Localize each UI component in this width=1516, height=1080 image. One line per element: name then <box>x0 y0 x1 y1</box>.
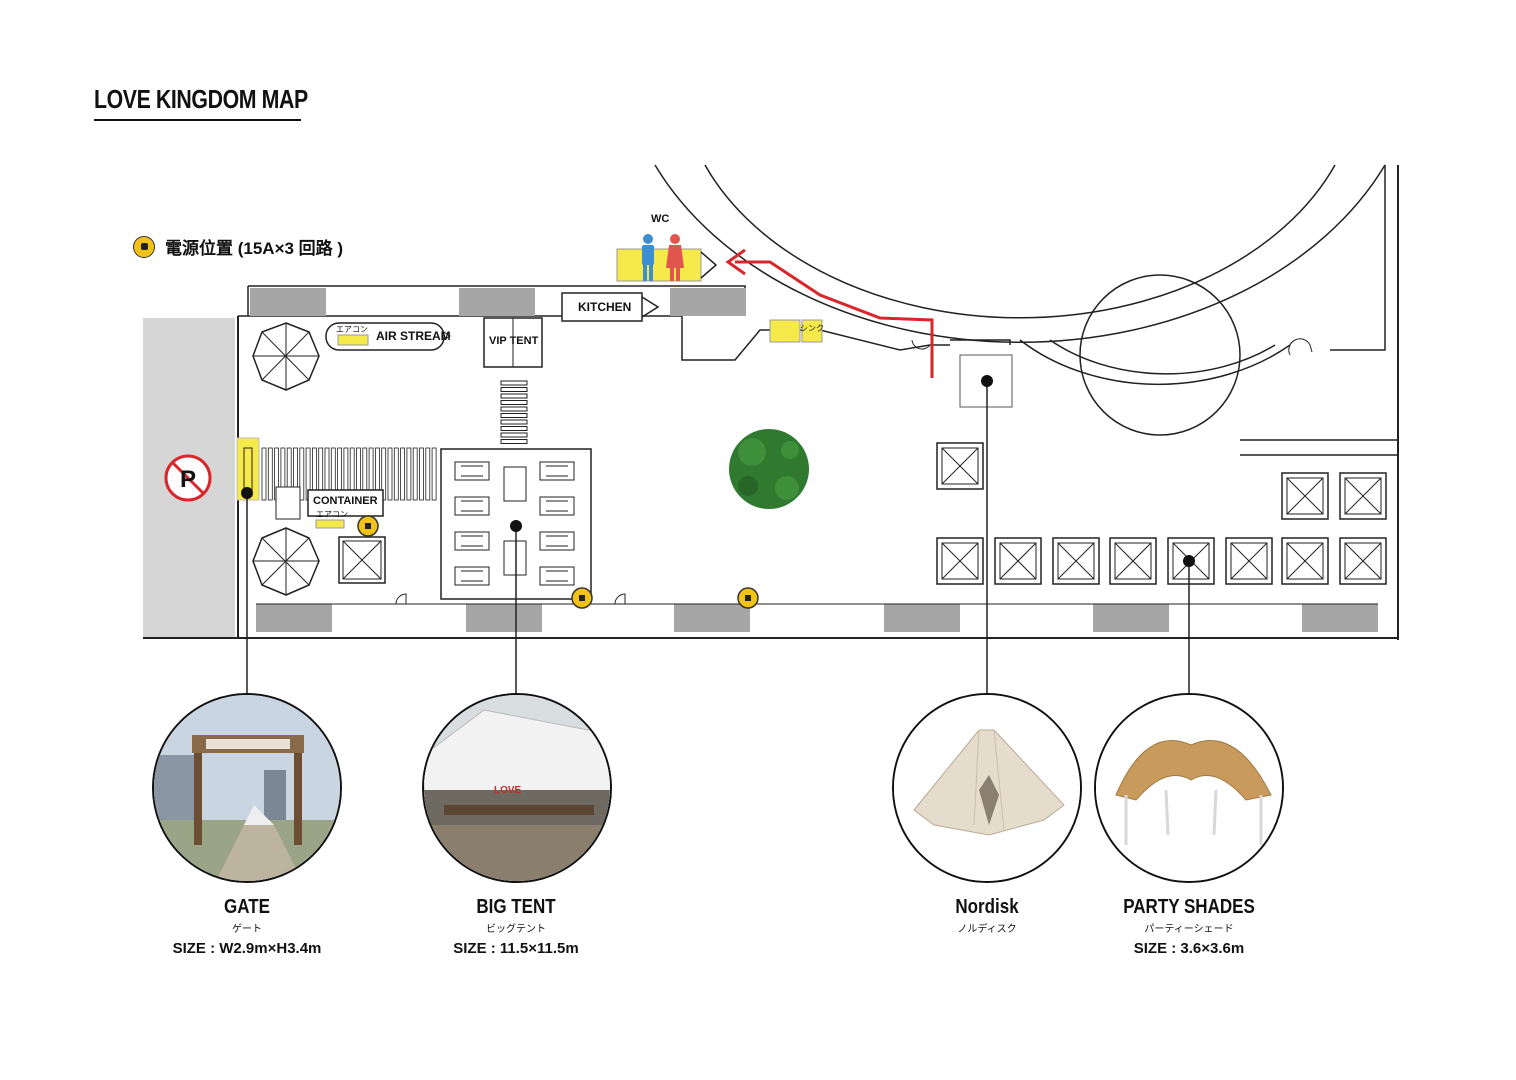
location-kana: ビッグテント <box>486 924 546 935</box>
container <box>307 489 384 517</box>
big-tent-photo: LOVE <box>422 693 612 883</box>
route-arrow <box>735 260 934 378</box>
leader-line <box>1183 555 1195 693</box>
wc-label: WC <box>651 213 670 225</box>
vip-tent-label: VIP TENT <box>489 335 539 347</box>
umbrella-icon <box>252 322 320 391</box>
party-shade-icon <box>1339 472 1387 520</box>
party-shade-icon <box>1225 537 1273 585</box>
location-name: Nordisk <box>955 896 1019 918</box>
kitchen <box>561 292 643 322</box>
party-shade-icon <box>1167 537 1215 585</box>
table-icon <box>454 531 490 551</box>
table-icon <box>539 496 575 516</box>
power-outlet-icon <box>571 587 593 609</box>
party-shade-icon <box>1052 537 1100 585</box>
power-outlet-icon <box>357 515 379 537</box>
location-kana: パーティーシェード <box>1144 924 1234 935</box>
party-shade-icon <box>1339 537 1387 585</box>
table-icon <box>454 566 490 586</box>
svg-text:P: P <box>180 466 196 493</box>
party-shade-icon <box>1109 537 1157 585</box>
party-shade-icon <box>1281 472 1329 520</box>
map-title: LOVE KINGDOM MAP <box>94 84 308 114</box>
aircon-label: エアコン <box>336 325 368 334</box>
aircon-label: エアコン <box>316 510 348 519</box>
title-underline <box>94 119 301 121</box>
location-size: SIZE : 11.5×11.5m <box>453 940 579 957</box>
location-kana: ノルディスク <box>957 924 1017 935</box>
kitchen-label: KITCHEN <box>578 300 632 314</box>
power-outlet-icon <box>133 235 155 258</box>
table-icon <box>454 496 490 516</box>
party-shades-photo <box>1094 693 1284 883</box>
party-shade-icon <box>994 537 1042 585</box>
sink <box>769 319 801 343</box>
party-shade-icon <box>1281 537 1329 585</box>
party-shade-icon <box>936 442 984 490</box>
party-shade-icon <box>936 537 984 585</box>
location-size: SIZE : 3.6×3.6m <box>1133 940 1245 957</box>
tree-icon <box>729 429 809 509</box>
table-icon <box>539 461 575 481</box>
location-name: GATE <box>224 896 270 918</box>
umbrella-icon <box>252 527 320 596</box>
power-legend: 電源位置 (15A×3 回路 ) <box>133 234 343 259</box>
roundabout-center <box>1079 274 1241 436</box>
leader-line <box>241 487 253 693</box>
airstream-label: AIR STREAM <box>376 329 451 343</box>
gate-area <box>236 437 260 501</box>
road-arc-outer <box>654 164 1386 344</box>
power-legend-label: 電源位置 (15A×3 回路 ) <box>165 239 344 258</box>
road-arc-inner <box>704 164 1336 319</box>
wc-area <box>616 248 702 282</box>
location-size: SIZE : W2.9m×H3.4m <box>172 940 322 957</box>
sink-label: シンク <box>800 324 824 333</box>
power-outlet-icon <box>737 587 759 609</box>
gate-photo <box>152 693 342 883</box>
table-icon <box>539 531 575 551</box>
table-icon <box>454 461 490 481</box>
location-name: PARTY SHADES <box>1123 896 1255 918</box>
container-side <box>275 486 301 520</box>
leader-line <box>981 375 993 693</box>
location-name: BIG TENT <box>476 896 556 918</box>
nordisk-photo <box>892 693 1082 883</box>
table-icon <box>539 566 575 586</box>
location-kana: ゲート <box>232 924 262 935</box>
container-label: CONTAINER <box>313 495 378 507</box>
party-shades-grid <box>936 442 1387 585</box>
svg-text:LOVE: LOVE <box>494 785 522 796</box>
leader-line <box>510 520 522 693</box>
